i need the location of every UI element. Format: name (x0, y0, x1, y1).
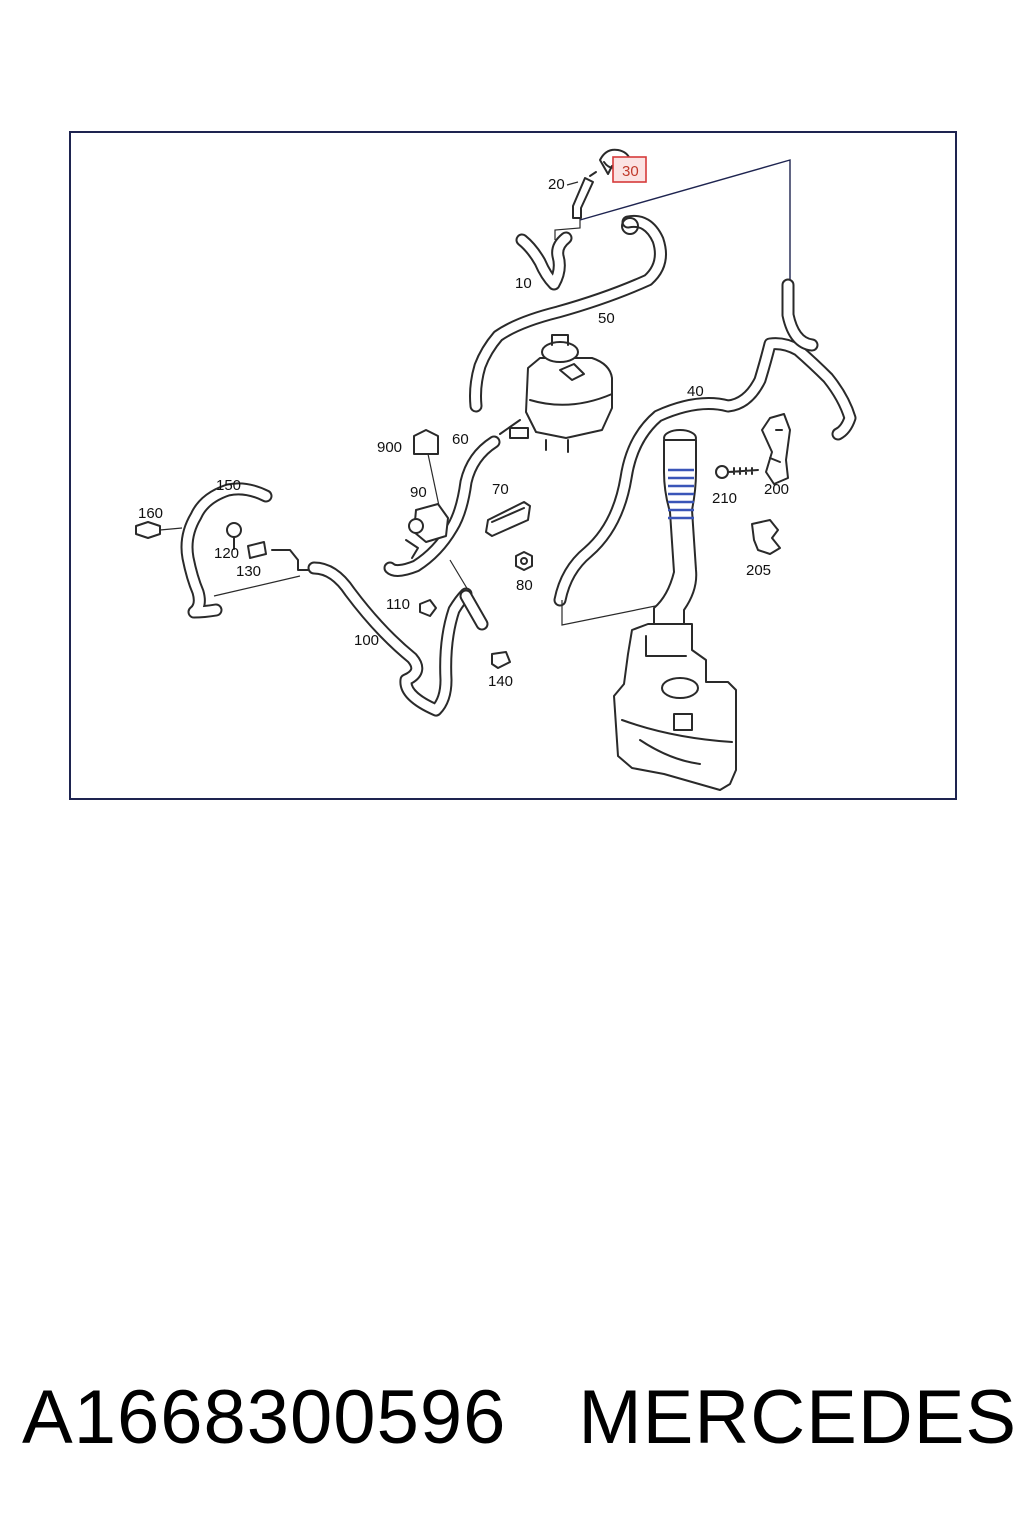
callout-50[interactable]: 50 (598, 310, 615, 327)
part-washer-neck[interactable] (653, 429, 698, 629)
part-40[interactable] (553, 278, 857, 607)
part-140[interactable] (491, 651, 511, 669)
diagram-frame (69, 131, 957, 800)
part-80[interactable] (515, 551, 533, 571)
callout-100[interactable]: 100 (354, 632, 379, 649)
leader-150-100 (213, 575, 301, 597)
callout-200[interactable]: 200 (764, 481, 789, 498)
callout-80[interactable]: 80 (516, 577, 533, 594)
part-120[interactable] (226, 522, 242, 550)
callout-130[interactable]: 130 (236, 563, 261, 580)
callout-40[interactable]: 40 (687, 383, 704, 400)
brand-name: MERCEDES (578, 1374, 1018, 1460)
callout-60[interactable]: 60 (452, 431, 469, 448)
part-number: A1668300596 (22, 1374, 507, 1460)
part-130[interactable] (247, 541, 309, 571)
part-10[interactable] (515, 231, 573, 291)
part-150[interactable] (180, 482, 273, 619)
part-205[interactable] (751, 519, 781, 555)
callout-160[interactable]: 160 (138, 505, 163, 522)
part-60[interactable] (383, 435, 501, 578)
callout-205[interactable]: 205 (746, 562, 771, 579)
callout-120[interactable]: 120 (214, 545, 239, 562)
part-50[interactable] (469, 214, 667, 413)
callout-70[interactable]: 70 (492, 481, 509, 498)
callout-20[interactable]: 20 (548, 176, 565, 193)
part-160[interactable] (135, 521, 161, 539)
callout-210[interactable]: 210 (712, 490, 737, 507)
callout-900[interactable]: 900 (377, 439, 402, 456)
part-110[interactable] (419, 599, 437, 617)
leader-group-10-20 (554, 218, 581, 240)
part-washer-tank[interactable] (613, 623, 737, 791)
footer: A1668300596 MERCEDES (22, 1372, 1016, 1462)
leader-90-hose (449, 559, 469, 591)
part-20[interactable] (572, 171, 597, 219)
leader-160 (159, 527, 183, 531)
callout-10[interactable]: 10 (515, 275, 532, 292)
leader-blue-40 (579, 159, 791, 285)
callout-30[interactable]: 30 (622, 163, 639, 180)
part-coolant-tank[interactable] (499, 334, 613, 453)
part-200[interactable] (761, 413, 791, 485)
callout-140[interactable]: 140 (488, 673, 513, 690)
callout-110[interactable]: 110 (386, 596, 410, 613)
part-70[interactable] (485, 501, 531, 537)
part-90[interactable] (405, 503, 449, 559)
part-210[interactable] (715, 465, 759, 479)
leader-20 (566, 181, 579, 186)
callout-150[interactable]: 150 (216, 477, 241, 494)
highlight-box-30 (612, 156, 647, 183)
callout-90[interactable]: 90 (410, 484, 427, 501)
part-100[interactable] (307, 561, 489, 717)
part-900[interactable] (413, 429, 439, 455)
